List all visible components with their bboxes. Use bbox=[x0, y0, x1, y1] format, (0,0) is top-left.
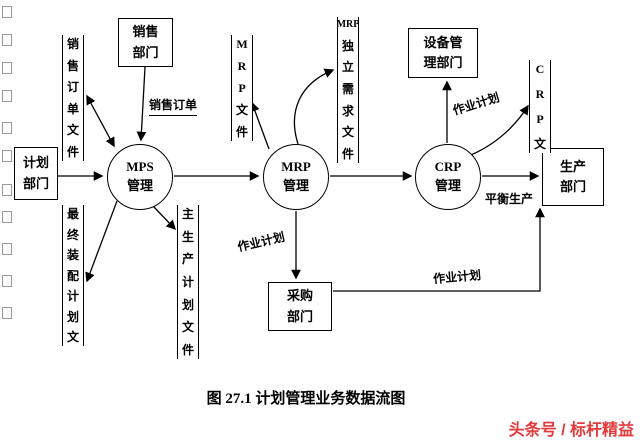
entity-sales-dept: 销售 部门 bbox=[118, 18, 173, 67]
store-char: 产 bbox=[181, 252, 194, 267]
entity-label: 设备管 bbox=[423, 34, 463, 50]
store-char: 主 bbox=[181, 207, 194, 221]
process-crp-management: CRP 管理 bbox=[415, 144, 481, 210]
entity-label: 生产 bbox=[559, 158, 586, 174]
store-char: 售 bbox=[66, 58, 79, 73]
entity-label: 部门 bbox=[132, 44, 159, 60]
arrow-mps-to-master-plan-file bbox=[152, 205, 177, 231]
store-char: 销 bbox=[66, 37, 79, 51]
store-char: 计 bbox=[66, 289, 79, 303]
store-char: 终 bbox=[66, 227, 79, 242]
store-char: 求 bbox=[341, 103, 354, 118]
store-char: 独 bbox=[341, 38, 354, 53]
process-label: 管理 bbox=[434, 178, 461, 193]
store-sales-order-file: 销售订单文件 bbox=[62, 35, 84, 161]
process-label: MRP bbox=[281, 159, 311, 175]
store-char: 件 bbox=[235, 125, 248, 139]
flow-label-sales-order: 销售订单 bbox=[149, 96, 198, 116]
edit-mark-icon bbox=[2, 243, 12, 255]
process-label: CRP bbox=[434, 159, 462, 175]
flow-label-balance-production: 平衡生产 bbox=[485, 192, 534, 206]
entity-label: 计划 bbox=[22, 155, 49, 171]
store-char: 生 bbox=[181, 229, 194, 244]
edit-mark-icon bbox=[2, 275, 12, 287]
store-char: 划 bbox=[66, 309, 79, 324]
arrow-mps-to-final-assembly-file bbox=[85, 200, 118, 283]
store-char: 需 bbox=[341, 81, 354, 96]
arrow-purchasing-to-production bbox=[333, 207, 545, 292]
store-char: 文 bbox=[235, 103, 248, 117]
arrow-mrp-to-mrp-file bbox=[250, 101, 270, 150]
store-char: 订 bbox=[66, 80, 79, 95]
entity-label: 部门 bbox=[286, 308, 313, 324]
store-mrp-independent-demand-file: MRP 独立需求文件 bbox=[337, 17, 359, 163]
edit-mark-icon bbox=[2, 90, 12, 102]
entity-label: 部门 bbox=[22, 175, 49, 191]
edit-mark-icon bbox=[2, 62, 12, 74]
process-label: MPS bbox=[126, 159, 154, 175]
store-char: 单 bbox=[66, 101, 79, 116]
store-char: 文 bbox=[66, 330, 79, 344]
store-char: 件 bbox=[66, 144, 79, 159]
entity-label: 部门 bbox=[559, 179, 586, 194]
process-label: 管理 bbox=[126, 178, 153, 193]
process-mrp-management: MRP 管理 bbox=[263, 144, 329, 210]
entity-label: 销售 bbox=[132, 24, 159, 40]
watermark-text: 头条号 / 标杆精益 bbox=[508, 422, 634, 439]
store-char: 划 bbox=[181, 297, 194, 312]
store-char: 文 bbox=[533, 137, 546, 151]
process-mps-management: MPS 管理 bbox=[107, 144, 173, 210]
arrow-crp-to-crp-file bbox=[470, 104, 529, 156]
arrow-sales-to-mps bbox=[136, 66, 147, 142]
store-char: P bbox=[536, 112, 544, 126]
entity-label: 采购 bbox=[286, 288, 313, 304]
store-char: 配 bbox=[66, 268, 79, 283]
store-char: 立 bbox=[341, 60, 354, 75]
store-char: 件 bbox=[181, 342, 194, 357]
store-char: 装 bbox=[66, 248, 79, 262]
store-char: 最 bbox=[66, 207, 79, 221]
entity-label: 理部门 bbox=[423, 55, 463, 70]
store-master-production-plan-file: 主生产计划文件 bbox=[177, 205, 199, 359]
process-label: 管理 bbox=[282, 178, 309, 193]
figure-caption: 图 27.1 计划管理业务数据流图 bbox=[206, 391, 406, 407]
store-char: 文 bbox=[66, 123, 79, 138]
edit-mark-icon bbox=[2, 34, 12, 46]
store-char: MRP bbox=[336, 19, 360, 30]
store-char: 件 bbox=[341, 146, 354, 161]
edit-mark-icon bbox=[2, 122, 12, 134]
edit-mark-icon bbox=[2, 150, 12, 162]
store-char: R bbox=[535, 87, 545, 101]
edit-mark-icon bbox=[2, 184, 12, 196]
store-char: C bbox=[535, 62, 545, 76]
entity-purchasing-dept: 采购 部门 bbox=[268, 282, 332, 331]
edit-mark-icon bbox=[2, 307, 12, 319]
store-char: R bbox=[237, 59, 247, 73]
store-char: 文 bbox=[181, 320, 194, 335]
store-char: 计 bbox=[181, 274, 194, 289]
arrow-mrp-to-indep-demand-file bbox=[293, 68, 335, 145]
store-char: 文 bbox=[341, 125, 354, 140]
entity-planning-dept: 计划 部门 bbox=[14, 147, 58, 200]
store-final-assembly-plan-file: 最终装配计划文 bbox=[62, 205, 84, 346]
entity-production-dept: 生产 部门 bbox=[542, 148, 604, 206]
edit-mark-icon bbox=[2, 211, 12, 223]
arrow-mps-sales-order-file bbox=[86, 94, 115, 148]
store-char: P bbox=[238, 81, 246, 95]
edit-mark-icon bbox=[2, 6, 12, 18]
store-char: M bbox=[236, 37, 248, 51]
entity-equipment-dept: 设备管 理部门 bbox=[408, 28, 478, 78]
